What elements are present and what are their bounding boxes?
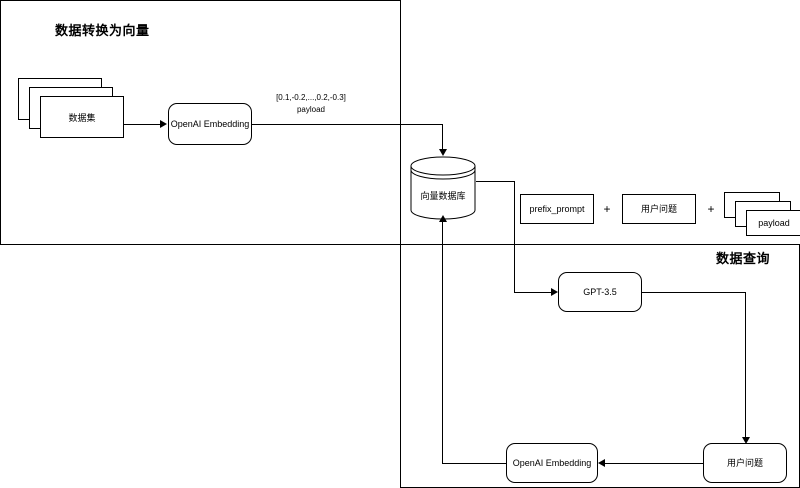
edge-embedding-to-db-arrowhead [439, 149, 447, 156]
edge-dataset-to-embedding-arrowhead [160, 120, 167, 128]
dataset-sheet-front-label: 数据集 [40, 96, 124, 138]
dataset-stack[interactable]: 数据集 [18, 78, 124, 138]
payload-sheet-front-label: payload [746, 210, 800, 236]
operator-plus-1: + [603, 202, 611, 216]
panel-data-to-vector [0, 0, 401, 245]
edge-gpt-to-user-question-vertical [745, 292, 746, 440]
edge-dataset-to-embedding-line [124, 124, 161, 125]
cylinder-shape [410, 156, 476, 220]
edge-user-question-to-embedding-arrowhead [598, 459, 605, 467]
node-openai-embedding-bottom[interactable]: OpenAI Embedding [506, 443, 598, 483]
edge-label-payload-vector: [0.1,-0.2,...,0.2,-0.3] payload [256, 92, 366, 116]
node-vector-database[interactable]: 向量数据库 [410, 155, 476, 221]
edge-embedding-bottom-to-db-vertical [442, 222, 443, 463]
edge-db-to-gpt-vertical [514, 181, 515, 292]
edge-embedding-bottom-to-db-horizontal [442, 463, 506, 464]
edge-label-payload-word: payload [296, 105, 326, 114]
payload-stack[interactable]: payload [724, 192, 800, 238]
node-user-question-bottom[interactable]: 用户问题 [703, 443, 787, 483]
node-user-question-prompt[interactable]: 用户问题 [622, 194, 696, 224]
vector-database-label: 向量数据库 [420, 191, 466, 201]
edge-gpt-to-user-question-horizontal [642, 292, 746, 293]
edge-db-to-gpt-arrowhead [551, 288, 558, 296]
edge-gpt-to-user-question-arrowhead [742, 437, 750, 444]
edge-user-question-to-embedding-line [600, 463, 703, 464]
panel-title-data-to-vector: 数据转换为向量 [55, 23, 150, 38]
edge-embedding-bottom-to-db-arrowhead [439, 215, 447, 222]
edge-label-vector-values: [0.1,-0.2,...,0.2,-0.3] [276, 93, 346, 102]
node-prefix-prompt[interactable]: prefix_prompt [520, 194, 594, 224]
edge-embedding-to-db-horizontal [252, 124, 443, 125]
edge-db-to-gpt-horizontal-b [514, 292, 554, 293]
edge-db-to-gpt-horizontal-a [476, 181, 515, 182]
edge-embedding-to-db-vertical [442, 124, 443, 151]
node-gpt-3-5[interactable]: GPT-3.5 [558, 272, 642, 312]
operator-plus-2: + [707, 202, 715, 216]
node-openai-embedding-top[interactable]: OpenAI Embedding [168, 103, 252, 145]
panel-title-data-query: 数据查询 [716, 251, 771, 266]
